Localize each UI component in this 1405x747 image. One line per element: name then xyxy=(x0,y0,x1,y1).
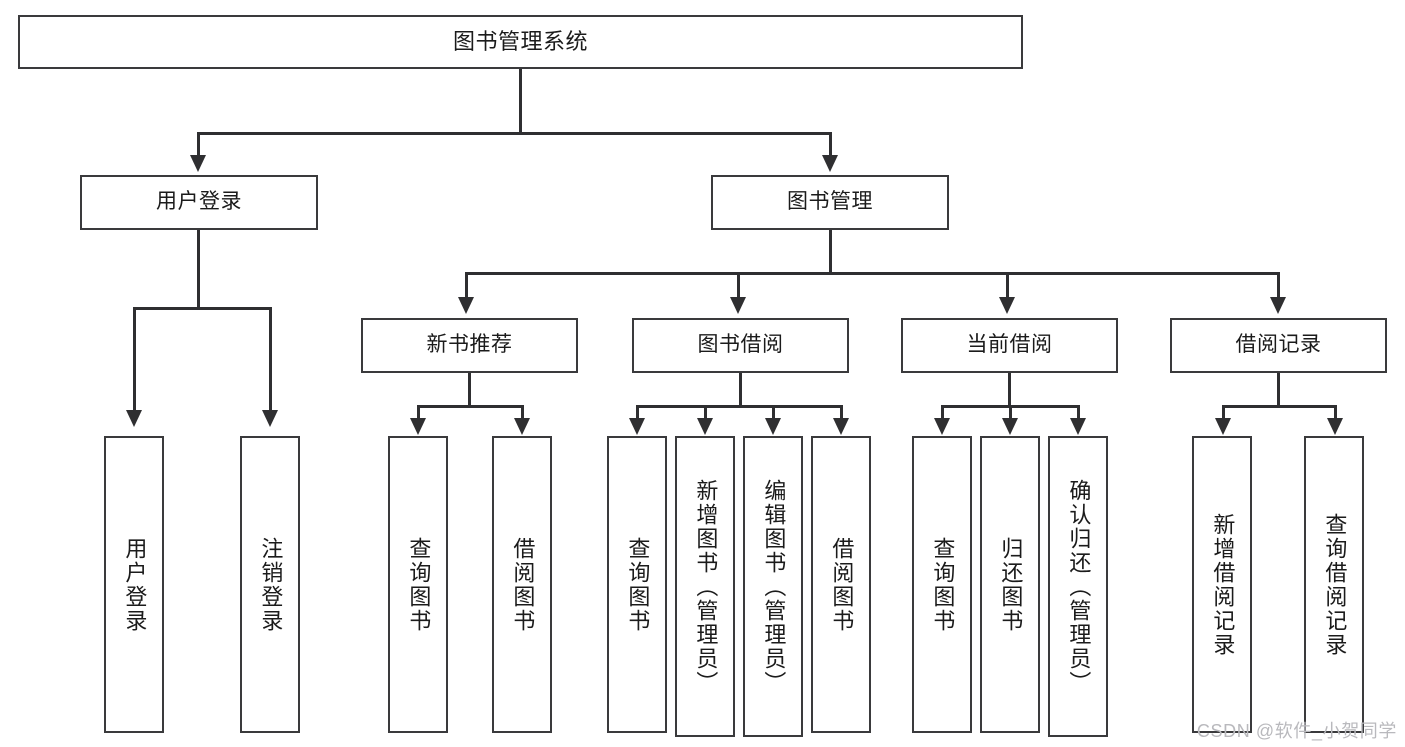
arrowhead-leaf-user-login xyxy=(126,410,142,427)
node-label: 注销登录 xyxy=(258,536,284,633)
node-label: 查询图书 xyxy=(625,536,651,633)
node-label: 新增图书（管理员） xyxy=(693,478,719,695)
leaf-query-book-1[interactable]: 查询图书 xyxy=(388,436,448,733)
arrowhead-new-book xyxy=(458,297,474,314)
node-label: 查询图书 xyxy=(406,536,432,633)
node-root-system[interactable]: 图书管理系统 xyxy=(18,15,1023,69)
connector-book-manage-bus xyxy=(465,272,1280,275)
arrowhead-query-book-1 xyxy=(410,418,426,435)
connector-drop-user-login xyxy=(197,132,200,158)
node-label: 新增借阅记录 xyxy=(1210,512,1236,657)
node-label: 查询借阅记录 xyxy=(1322,512,1348,657)
leaf-edit-book[interactable]: 编辑图书（管理员） xyxy=(743,436,803,737)
arrowhead-book-borrow xyxy=(730,297,746,314)
connector-book-manage-stem xyxy=(829,230,832,275)
connector-borrow-record-stem xyxy=(1277,373,1280,408)
connector-drop-current-borrow xyxy=(1006,272,1009,300)
csdn-watermark: CSDN @软件_小贺同学 xyxy=(1196,721,1397,741)
leaf-query-record[interactable]: 查询借阅记录 xyxy=(1304,436,1364,733)
arrowhead-query-record xyxy=(1327,418,1343,435)
connector-drop-borrow-book-1 xyxy=(521,405,524,420)
connector-drop-borrow-record xyxy=(1277,272,1280,300)
leaf-confirm-return[interactable]: 确认归还（管理员） xyxy=(1048,436,1108,737)
connector-drop-leaf-logout xyxy=(269,307,272,412)
connector-drop-borrow-book-2 xyxy=(840,405,843,420)
arrowhead-add-record xyxy=(1215,418,1231,435)
connector-drop-confirm-return xyxy=(1077,405,1080,420)
leaf-logout-login[interactable]: 注销登录 xyxy=(240,436,300,733)
node-label: 新书推荐 xyxy=(426,333,513,357)
connector-drop-query-record xyxy=(1334,405,1337,420)
leaf-user-login[interactable]: 用户登录 xyxy=(104,436,164,733)
node-label: 编辑图书（管理员） xyxy=(761,478,787,695)
connector-drop-edit-book xyxy=(772,405,775,420)
arrowhead-query-book-3 xyxy=(934,418,950,435)
node-label: 归还图书 xyxy=(998,536,1024,633)
connector-user-login-stem xyxy=(197,230,200,310)
connector-drop-add-book xyxy=(704,405,707,420)
arrowhead-user-login xyxy=(190,155,206,172)
node-new-book-recommend[interactable]: 新书推荐 xyxy=(361,318,578,373)
leaf-borrow-book-1[interactable]: 借阅图书 xyxy=(492,436,552,733)
connector-drop-book-borrow xyxy=(737,272,740,300)
arrowhead-confirm-return xyxy=(1070,418,1086,435)
node-label: 图书借阅 xyxy=(697,333,784,357)
leaf-query-book-3[interactable]: 查询图书 xyxy=(912,436,972,733)
node-label: 图书管理 xyxy=(787,190,873,214)
node-label: 当前借阅 xyxy=(966,333,1053,357)
arrowhead-query-book-2 xyxy=(629,418,645,435)
node-label: 借阅图书 xyxy=(829,536,855,633)
node-book-manage[interactable]: 图书管理 xyxy=(711,175,949,230)
node-book-borrow[interactable]: 图书借阅 xyxy=(632,318,849,373)
arrowhead-borrow-book-1 xyxy=(514,418,530,435)
arrowhead-leaf-logout xyxy=(262,410,278,427)
node-current-borrow[interactable]: 当前借阅 xyxy=(901,318,1118,373)
connector-book-borrow-stem xyxy=(739,373,742,408)
connector-drop-query-book-3 xyxy=(941,405,944,420)
arrowhead-borrow-book-2 xyxy=(833,418,849,435)
connector-drop-new-book xyxy=(465,272,468,300)
connector-drop-query-book-1 xyxy=(417,405,420,420)
arrowhead-book-manage xyxy=(822,155,838,172)
arrowhead-borrow-record xyxy=(1270,297,1286,314)
connector-drop-add-record xyxy=(1222,405,1225,420)
connector-drop-leaf-user-login xyxy=(133,307,136,412)
arrowhead-edit-book xyxy=(765,418,781,435)
node-label: 确认归还（管理员） xyxy=(1066,478,1092,695)
connector-root-stem xyxy=(519,69,522,134)
connector-user-login-bus xyxy=(133,307,271,310)
connector-new-book-stem xyxy=(468,373,471,408)
connector-borrow-record-bus xyxy=(1222,405,1337,408)
node-label: 借阅记录 xyxy=(1235,333,1322,357)
arrowhead-add-book xyxy=(697,418,713,435)
connector-new-book-bus xyxy=(417,405,523,408)
connector-root-bus xyxy=(197,132,831,135)
node-label: 借阅图书 xyxy=(510,536,536,633)
leaf-add-book[interactable]: 新增图书（管理员） xyxy=(675,436,735,737)
node-user-login[interactable]: 用户登录 xyxy=(80,175,318,230)
leaf-borrow-book-2[interactable]: 借阅图书 xyxy=(811,436,871,733)
node-label: 用户登录 xyxy=(156,190,242,214)
leaf-return-book[interactable]: 归还图书 xyxy=(980,436,1040,733)
connector-book-borrow-bus xyxy=(636,405,843,408)
connector-current-borrow-stem xyxy=(1008,373,1011,408)
connector-drop-book-manage xyxy=(829,132,832,158)
arrowhead-current-borrow xyxy=(999,297,1015,314)
leaf-query-book-2[interactable]: 查询图书 xyxy=(607,436,667,733)
node-label: 查询图书 xyxy=(930,536,956,633)
leaf-add-record[interactable]: 新增借阅记录 xyxy=(1192,436,1252,733)
node-label: 图书管理系统 xyxy=(452,29,588,55)
connector-drop-return-book xyxy=(1009,405,1012,420)
node-label: 用户登录 xyxy=(122,536,148,633)
node-borrow-record[interactable]: 借阅记录 xyxy=(1170,318,1387,373)
arrowhead-return-book xyxy=(1002,418,1018,435)
connector-drop-query-book-2 xyxy=(636,405,639,420)
